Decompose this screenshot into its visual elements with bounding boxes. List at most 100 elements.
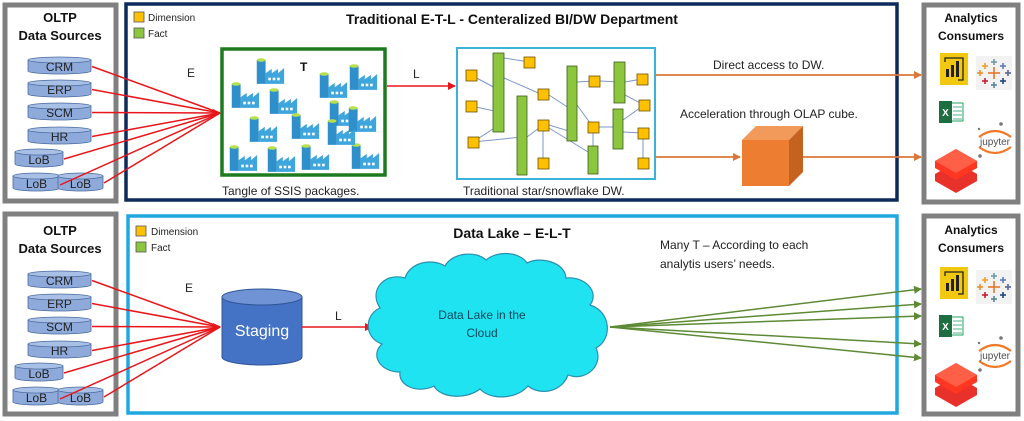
data-lake-title: Data Lake – E-L-T (453, 225, 571, 241)
source-label: LoB (70, 177, 91, 191)
legend-fact-swatch-bottom (135, 241, 147, 253)
schema-relationship (548, 127, 594, 156)
bottom-extract-arrows (59, 279, 221, 400)
data-lake-cloud-icon (367, 253, 608, 398)
many-transform-label-2: analytis users’ needs. (660, 257, 775, 271)
legend-fact-label: Fact (148, 29, 168, 40)
source-database-crm: CRM (27, 56, 92, 75)
tableau-icon (976, 270, 1012, 304)
load-label-bottom: L (335, 309, 342, 323)
transform-arrow (609, 300, 922, 328)
legend-fact-swatch (133, 27, 145, 39)
extract-arrow (91, 88, 221, 114)
fact-table (587, 145, 599, 175)
bottom-sources-title-2: Data Sources (18, 241, 101, 256)
extract-arrow (63, 112, 221, 160)
power-bi-icon (940, 53, 968, 85)
fact-table (566, 65, 578, 142)
source-database-scm: SCM (27, 316, 92, 335)
schema-relationship (503, 77, 544, 96)
dimension-table (638, 99, 651, 112)
excel-icon: X (939, 101, 964, 123)
extract-arrow (91, 326, 221, 352)
databricks-icon (935, 149, 977, 193)
dimension-table (465, 100, 478, 113)
svg-text:jupyter: jupyter (979, 137, 1011, 148)
olap-cube-icon (742, 126, 803, 186)
bottom-consumers-title-2: Consumers (938, 241, 1004, 255)
dimension-table (537, 119, 550, 132)
cloud-label-2: Cloud (466, 326, 497, 340)
fact-table (492, 52, 505, 133)
bottom-consumers-title-1: Analytics (944, 223, 998, 237)
legend-dimension-swatch-bottom (135, 225, 147, 237)
source-label: LoB (28, 367, 49, 381)
source-database-erp: ERP (27, 293, 92, 312)
transform-label: T (300, 60, 308, 74)
top-extract-arrows (59, 65, 221, 186)
transform-arrows (609, 285, 922, 362)
dimension-table (537, 157, 550, 170)
many-transform-label-1: Many T – According to each (660, 238, 808, 252)
dimension-table (523, 56, 536, 69)
source-label: LoB (28, 153, 49, 167)
extract-arrow (91, 279, 221, 328)
source-database-scm: SCM (27, 102, 92, 121)
extract-arrow (59, 326, 221, 400)
jupyter-icon: jupyter (977, 336, 1012, 372)
source-database-lob: LoB (12, 172, 61, 192)
dw-caption: Traditional star/snowflake DW. (463, 184, 625, 198)
source-database-hr: HR (27, 126, 92, 145)
source-label: SCM (46, 320, 73, 334)
ssis-caption: Tangle of SSIS packages. (222, 184, 359, 198)
svg-text:jupyter: jupyter (979, 351, 1011, 362)
source-database-lob: LoB (12, 386, 61, 406)
fact-table (516, 95, 528, 176)
staging-database-icon (221, 288, 303, 366)
source-label: HR (51, 130, 69, 144)
transform-arrow (609, 326, 922, 362)
fact-table (613, 61, 626, 104)
tableau-icon (976, 56, 1012, 90)
extract-arrow (63, 326, 221, 374)
schema-relationship (472, 136, 523, 143)
dimension-table (637, 127, 650, 140)
excel-icon: X (939, 315, 964, 337)
extract-label-bottom: E (185, 281, 193, 295)
dimension-table (637, 157, 650, 170)
transform-arrow (609, 326, 922, 348)
source-database-hr: HR (27, 340, 92, 359)
source-label: ERP (47, 83, 72, 97)
dimension-table (465, 69, 478, 82)
extract-arrow (91, 302, 221, 328)
extract-arrow (91, 322, 221, 331)
direct-access-label: Direct access to DW. (713, 58, 824, 72)
dimension-table (636, 73, 649, 86)
source-label: LoB (26, 391, 47, 405)
svg-text:X: X (942, 322, 949, 333)
legend-dimension-swatch (133, 11, 145, 23)
source-database-erp: ERP (27, 79, 92, 98)
source-label: HR (51, 344, 69, 358)
star-schema (465, 52, 651, 176)
source-label: ERP (47, 297, 72, 311)
top-consumers-title-2: Consumers (938, 29, 1004, 43)
top-sources-title-1: OLTP (43, 10, 77, 25)
extract-arrow (91, 108, 221, 117)
load-label: L (413, 67, 420, 81)
legend-dimension-label-bottom: Dimension (151, 227, 198, 238)
source-label: SCM (46, 106, 73, 120)
databricks-icon (935, 363, 977, 407)
source-database-lob: LoB (57, 172, 104, 192)
extract-arrow (59, 112, 221, 186)
source-database-lob: LoB (14, 148, 64, 168)
source-label: CRM (46, 274, 73, 288)
fact-table (612, 108, 624, 150)
source-label: LoB (70, 391, 91, 405)
